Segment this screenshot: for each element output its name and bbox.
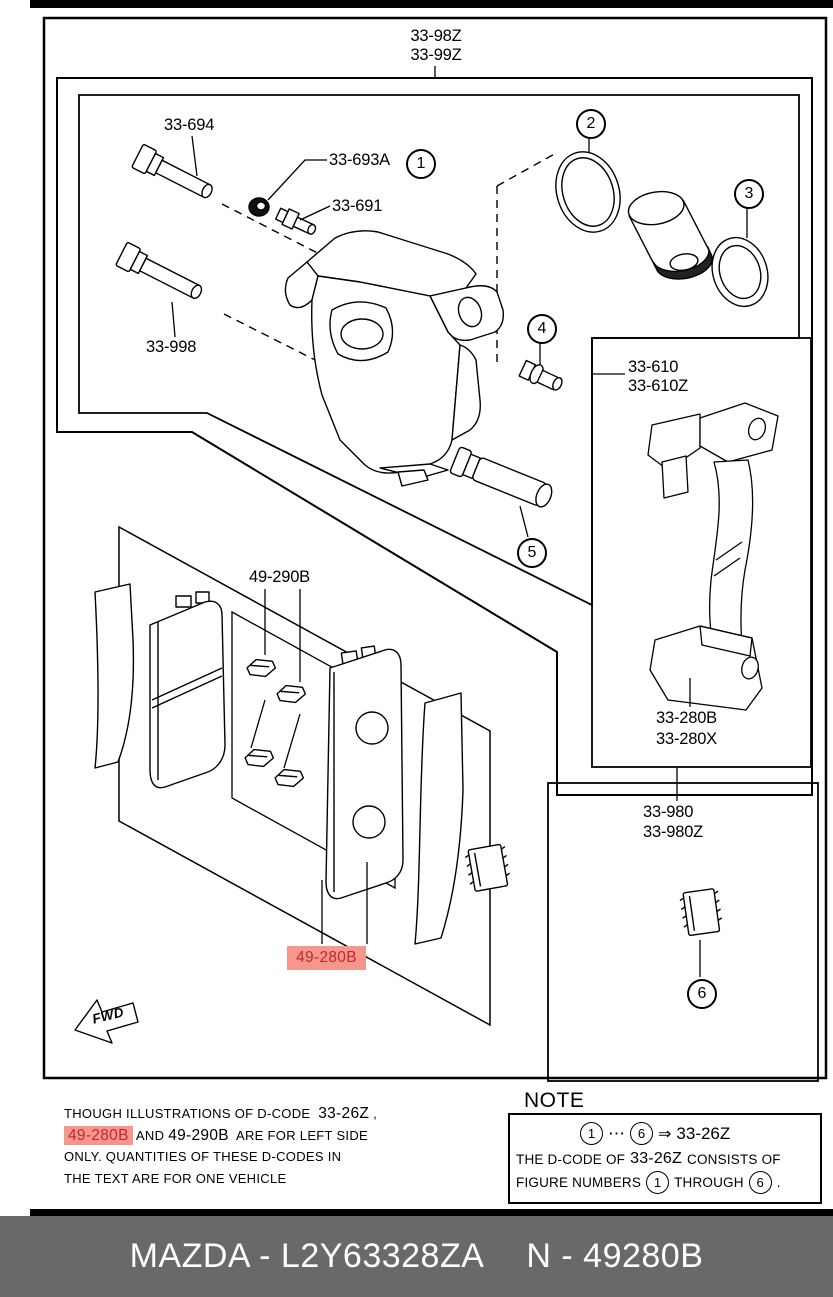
callout-6: 6 bbox=[687, 979, 717, 1009]
mounting-bracket bbox=[647, 402, 779, 711]
outer-border bbox=[42, 16, 828, 1080]
pad-clips bbox=[244, 658, 307, 788]
note-circle-6b: 6 bbox=[748, 1171, 772, 1194]
callout-2: 2 bbox=[576, 109, 606, 139]
footnote-line-4: THE TEXT ARE FOR ONE VEHICLE bbox=[64, 1170, 287, 1186]
label-33980z: 33-980Z bbox=[643, 823, 704, 841]
label-49280b-highlight: 49-280B bbox=[287, 946, 366, 970]
inner-shim bbox=[414, 692, 464, 945]
group-box-33610 bbox=[591, 337, 812, 768]
footer-catalog-code: MAZDA - L2Y63328ZA bbox=[129, 1237, 485, 1275]
footnote-block: THOUGH ILLUSTRATIONS OF D-CODE 33-26Z , … bbox=[64, 1103, 394, 1189]
footer-part-number: N - 49280B bbox=[526, 1237, 704, 1275]
guide-pin-lower bbox=[115, 242, 203, 300]
group-box-3398z bbox=[56, 77, 813, 796]
label-33610z: 33-610Z bbox=[628, 377, 689, 395]
bleeder-screw bbox=[274, 207, 317, 235]
guide-pin-upper bbox=[131, 144, 213, 199]
piston-seal bbox=[555, 151, 621, 233]
label-33694: 33-694 bbox=[164, 116, 215, 134]
callout-4: 4 bbox=[527, 314, 557, 344]
note-box bbox=[508, 1113, 822, 1204]
spring-clip-6 bbox=[679, 888, 723, 937]
footer-divider-bar bbox=[30, 1209, 833, 1216]
spring-clip-pads bbox=[464, 843, 511, 892]
inner-pad bbox=[325, 645, 404, 900]
note-circle-1b: 1 bbox=[646, 1171, 670, 1194]
label-group-3398z: 33-98Z bbox=[410, 27, 462, 45]
label-33280b: 33-280B bbox=[656, 709, 717, 727]
callout-1: 1 bbox=[406, 149, 436, 179]
label-33693a: 33-693A bbox=[329, 151, 390, 169]
footnote-line-3: ONLY. QUANTITIES OF THESE D-CODES IN bbox=[64, 1149, 342, 1164]
note-line-3: FIGURE NUMBERS 1 THROUGH 6 . bbox=[516, 1171, 781, 1194]
lock-bolt bbox=[518, 359, 563, 391]
footnote-line-1: THOUGH ILLUSTRATIONS OF D-CODE 33-26Z , bbox=[64, 1105, 377, 1122]
fwd-arrow bbox=[74, 999, 139, 1044]
leader-lines bbox=[171, 66, 748, 977]
label-33998: 33-998 bbox=[146, 338, 197, 356]
cap-33693a bbox=[248, 197, 270, 217]
piston bbox=[627, 190, 713, 280]
label-33980: 33-980 bbox=[643, 803, 694, 821]
footnote-line-2: 49-280B AND 49-290B ARE FOR LEFT SIDE bbox=[64, 1125, 394, 1147]
note-circle-1: 1 bbox=[580, 1122, 603, 1145]
guide-pin-sleeve bbox=[449, 446, 553, 508]
footer-bar: MAZDA - L2Y63328ZA N - 49280B bbox=[0, 1216, 833, 1297]
top-black-bar bbox=[30, 0, 833, 8]
outer-pad bbox=[149, 591, 226, 789]
note-circle-6: 6 bbox=[630, 1122, 653, 1145]
label-33691: 33-691 bbox=[332, 197, 383, 215]
note-title: NOTE bbox=[520, 1089, 589, 1113]
note-equation: 1 ⋯ 6 ⇒ 33-26Z bbox=[580, 1122, 730, 1145]
dust-boot bbox=[711, 236, 769, 308]
callout-5: 5 bbox=[517, 538, 547, 568]
caliper-body bbox=[284, 230, 505, 487]
label-49290b: 49-290B bbox=[249, 568, 310, 586]
label-33280x: 33-280X bbox=[656, 730, 717, 748]
outer-shim bbox=[94, 583, 135, 769]
label-group-3399z: 33-99Z bbox=[410, 46, 462, 64]
callout-3: 3 bbox=[734, 179, 764, 209]
group-box-33980 bbox=[547, 782, 819, 1082]
label-33610: 33-610 bbox=[628, 358, 679, 376]
footnote-highlight-49280b: 49-280B bbox=[64, 1125, 133, 1145]
